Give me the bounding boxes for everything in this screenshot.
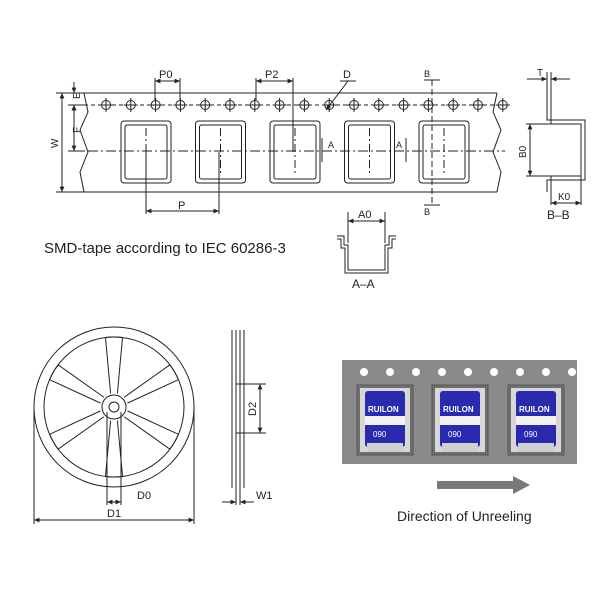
photo-component: RUILON 090 bbox=[507, 384, 565, 456]
component-brand-text: RUILON bbox=[519, 405, 550, 414]
photo-component: RUILON 090 bbox=[431, 384, 489, 456]
unreeling-caption: Direction of Unreeling bbox=[397, 508, 532, 524]
reel-spokes bbox=[48, 336, 180, 478]
sprocket-holes bbox=[99, 98, 510, 112]
reel-spoke bbox=[104, 420, 124, 478]
section-bb-title: B–B bbox=[547, 208, 570, 222]
tape-top-view bbox=[56, 78, 510, 214]
reel-inner-rim bbox=[43, 336, 185, 478]
b-marker-bottom: B bbox=[424, 207, 430, 217]
reel-spoke bbox=[104, 336, 124, 394]
w1-label: W1 bbox=[256, 490, 273, 502]
d2-label: D2 bbox=[247, 402, 259, 416]
component-code-text: 090 bbox=[524, 430, 538, 439]
tape-photo: RUILON 090 RUILON 090 RUILON 090 bbox=[342, 360, 577, 464]
d0-label: D0 bbox=[137, 490, 151, 502]
component-code-text: 090 bbox=[373, 430, 387, 439]
a0-label: A0 bbox=[358, 209, 371, 221]
pocket bbox=[344, 120, 395, 184]
p0-label: P0 bbox=[159, 69, 172, 81]
pockets bbox=[120, 120, 470, 184]
b0-label: B0 bbox=[518, 145, 529, 158]
e-label: E bbox=[72, 92, 83, 99]
pocket bbox=[269, 120, 321, 184]
photo-sprocket-hole bbox=[464, 368, 472, 376]
reel-outer-rim bbox=[33, 326, 195, 488]
component-code-text: 090 bbox=[448, 430, 462, 439]
f-label: F bbox=[72, 127, 83, 133]
w-label: W bbox=[50, 138, 61, 148]
component-brand-text: RUILON bbox=[443, 405, 474, 414]
bb-profile-outer bbox=[546, 83, 586, 192]
bb-profile-inner bbox=[550, 83, 582, 192]
photo-sprocket-hole bbox=[516, 368, 524, 376]
b-marker-top: B bbox=[424, 69, 430, 79]
tape-left-break bbox=[79, 92, 89, 193]
p2-label: P2 bbox=[265, 69, 278, 81]
photo-sprocket-hole bbox=[542, 368, 550, 376]
photo-component: RUILON 090 bbox=[356, 384, 414, 456]
reel-side-view bbox=[222, 330, 266, 505]
reel-spoke bbox=[123, 364, 180, 404]
photo-sprocket-hole bbox=[412, 368, 420, 376]
k0-label: K0 bbox=[558, 192, 571, 203]
d1-label: D1 bbox=[107, 508, 121, 520]
photo-sprocket-holes bbox=[360, 368, 576, 376]
right-arrow-icon bbox=[437, 476, 530, 494]
photo-sprocket-hole bbox=[568, 368, 576, 376]
reel-spoke bbox=[48, 410, 105, 450]
photo-sprocket-hole bbox=[360, 368, 368, 376]
d-label: D bbox=[343, 69, 351, 81]
a-marker-right: A bbox=[396, 140, 402, 150]
a-marker-left: A bbox=[328, 140, 334, 150]
section-aa bbox=[337, 212, 396, 274]
reel-spoke bbox=[48, 364, 105, 404]
reel-spoke bbox=[123, 410, 180, 450]
photo-sprocket-hole bbox=[490, 368, 498, 376]
d-leader-line bbox=[325, 80, 349, 111]
reel-front-view bbox=[33, 326, 195, 524]
component-brand-text: RUILON bbox=[368, 405, 399, 414]
pocket bbox=[418, 120, 470, 184]
pocket bbox=[195, 120, 246, 184]
section-aa-title: A–A bbox=[352, 277, 375, 291]
photo-sprocket-hole bbox=[386, 368, 394, 376]
standard-caption: SMD-tape according to IEC 60286-3 bbox=[44, 240, 286, 257]
t-label: T bbox=[537, 68, 543, 79]
section-bb bbox=[526, 72, 586, 206]
photo-sprocket-hole bbox=[438, 368, 446, 376]
tape-right-break bbox=[492, 92, 502, 193]
aa-pocket-outline bbox=[337, 235, 396, 271]
reel-hub bbox=[101, 394, 127, 420]
p-label: P bbox=[178, 200, 185, 212]
photo-components: RUILON 090 RUILON 090 RUILON 090 bbox=[356, 384, 565, 456]
